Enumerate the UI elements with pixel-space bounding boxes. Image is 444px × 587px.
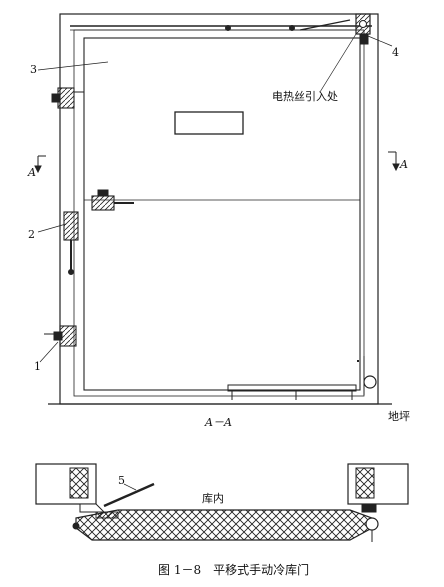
label-part-5: 5	[118, 474, 125, 487]
door-leaf	[83, 37, 361, 391]
upper-hinge	[51, 87, 84, 109]
label-inside-room: 库内	[202, 491, 224, 505]
label-section-left: A	[27, 166, 36, 179]
leader-5	[123, 483, 137, 491]
door-handle	[91, 189, 134, 211]
bottom-rail	[227, 384, 357, 392]
label-part-3: 3	[30, 63, 37, 76]
lock-latch	[63, 211, 79, 275]
section-title: A－A	[204, 416, 232, 429]
figure-caption: 图 1－8 平移式手动冷库门	[158, 562, 309, 577]
leader-4	[367, 35, 393, 47]
label-section-right: A	[399, 158, 408, 171]
label-floor: 地坪	[388, 410, 410, 423]
section-roller	[365, 517, 379, 531]
floor-roller	[363, 375, 377, 389]
leader-1	[39, 341, 59, 363]
section-view	[35, 463, 409, 542]
wall-frame-inner	[73, 29, 365, 397]
leader-2	[37, 223, 67, 233]
lower-hinge	[44, 325, 77, 347]
section-mark-left-symbol	[34, 155, 46, 174]
leader-3	[37, 61, 109, 71]
door-slab-section	[75, 509, 373, 541]
leader-wire	[319, 33, 357, 93]
label-part-1: 1	[34, 360, 41, 373]
handle-section	[103, 482, 155, 508]
label-heating-wire: 电热丝引入处	[272, 89, 338, 103]
view-window	[174, 111, 244, 135]
front-view	[34, 13, 400, 405]
right-wall-section	[347, 463, 409, 505]
section-mark-right-symbol	[388, 151, 400, 172]
left-wall-section	[35, 463, 97, 505]
label-part-4: 4	[392, 46, 399, 59]
label-part-2: 2	[28, 228, 35, 241]
